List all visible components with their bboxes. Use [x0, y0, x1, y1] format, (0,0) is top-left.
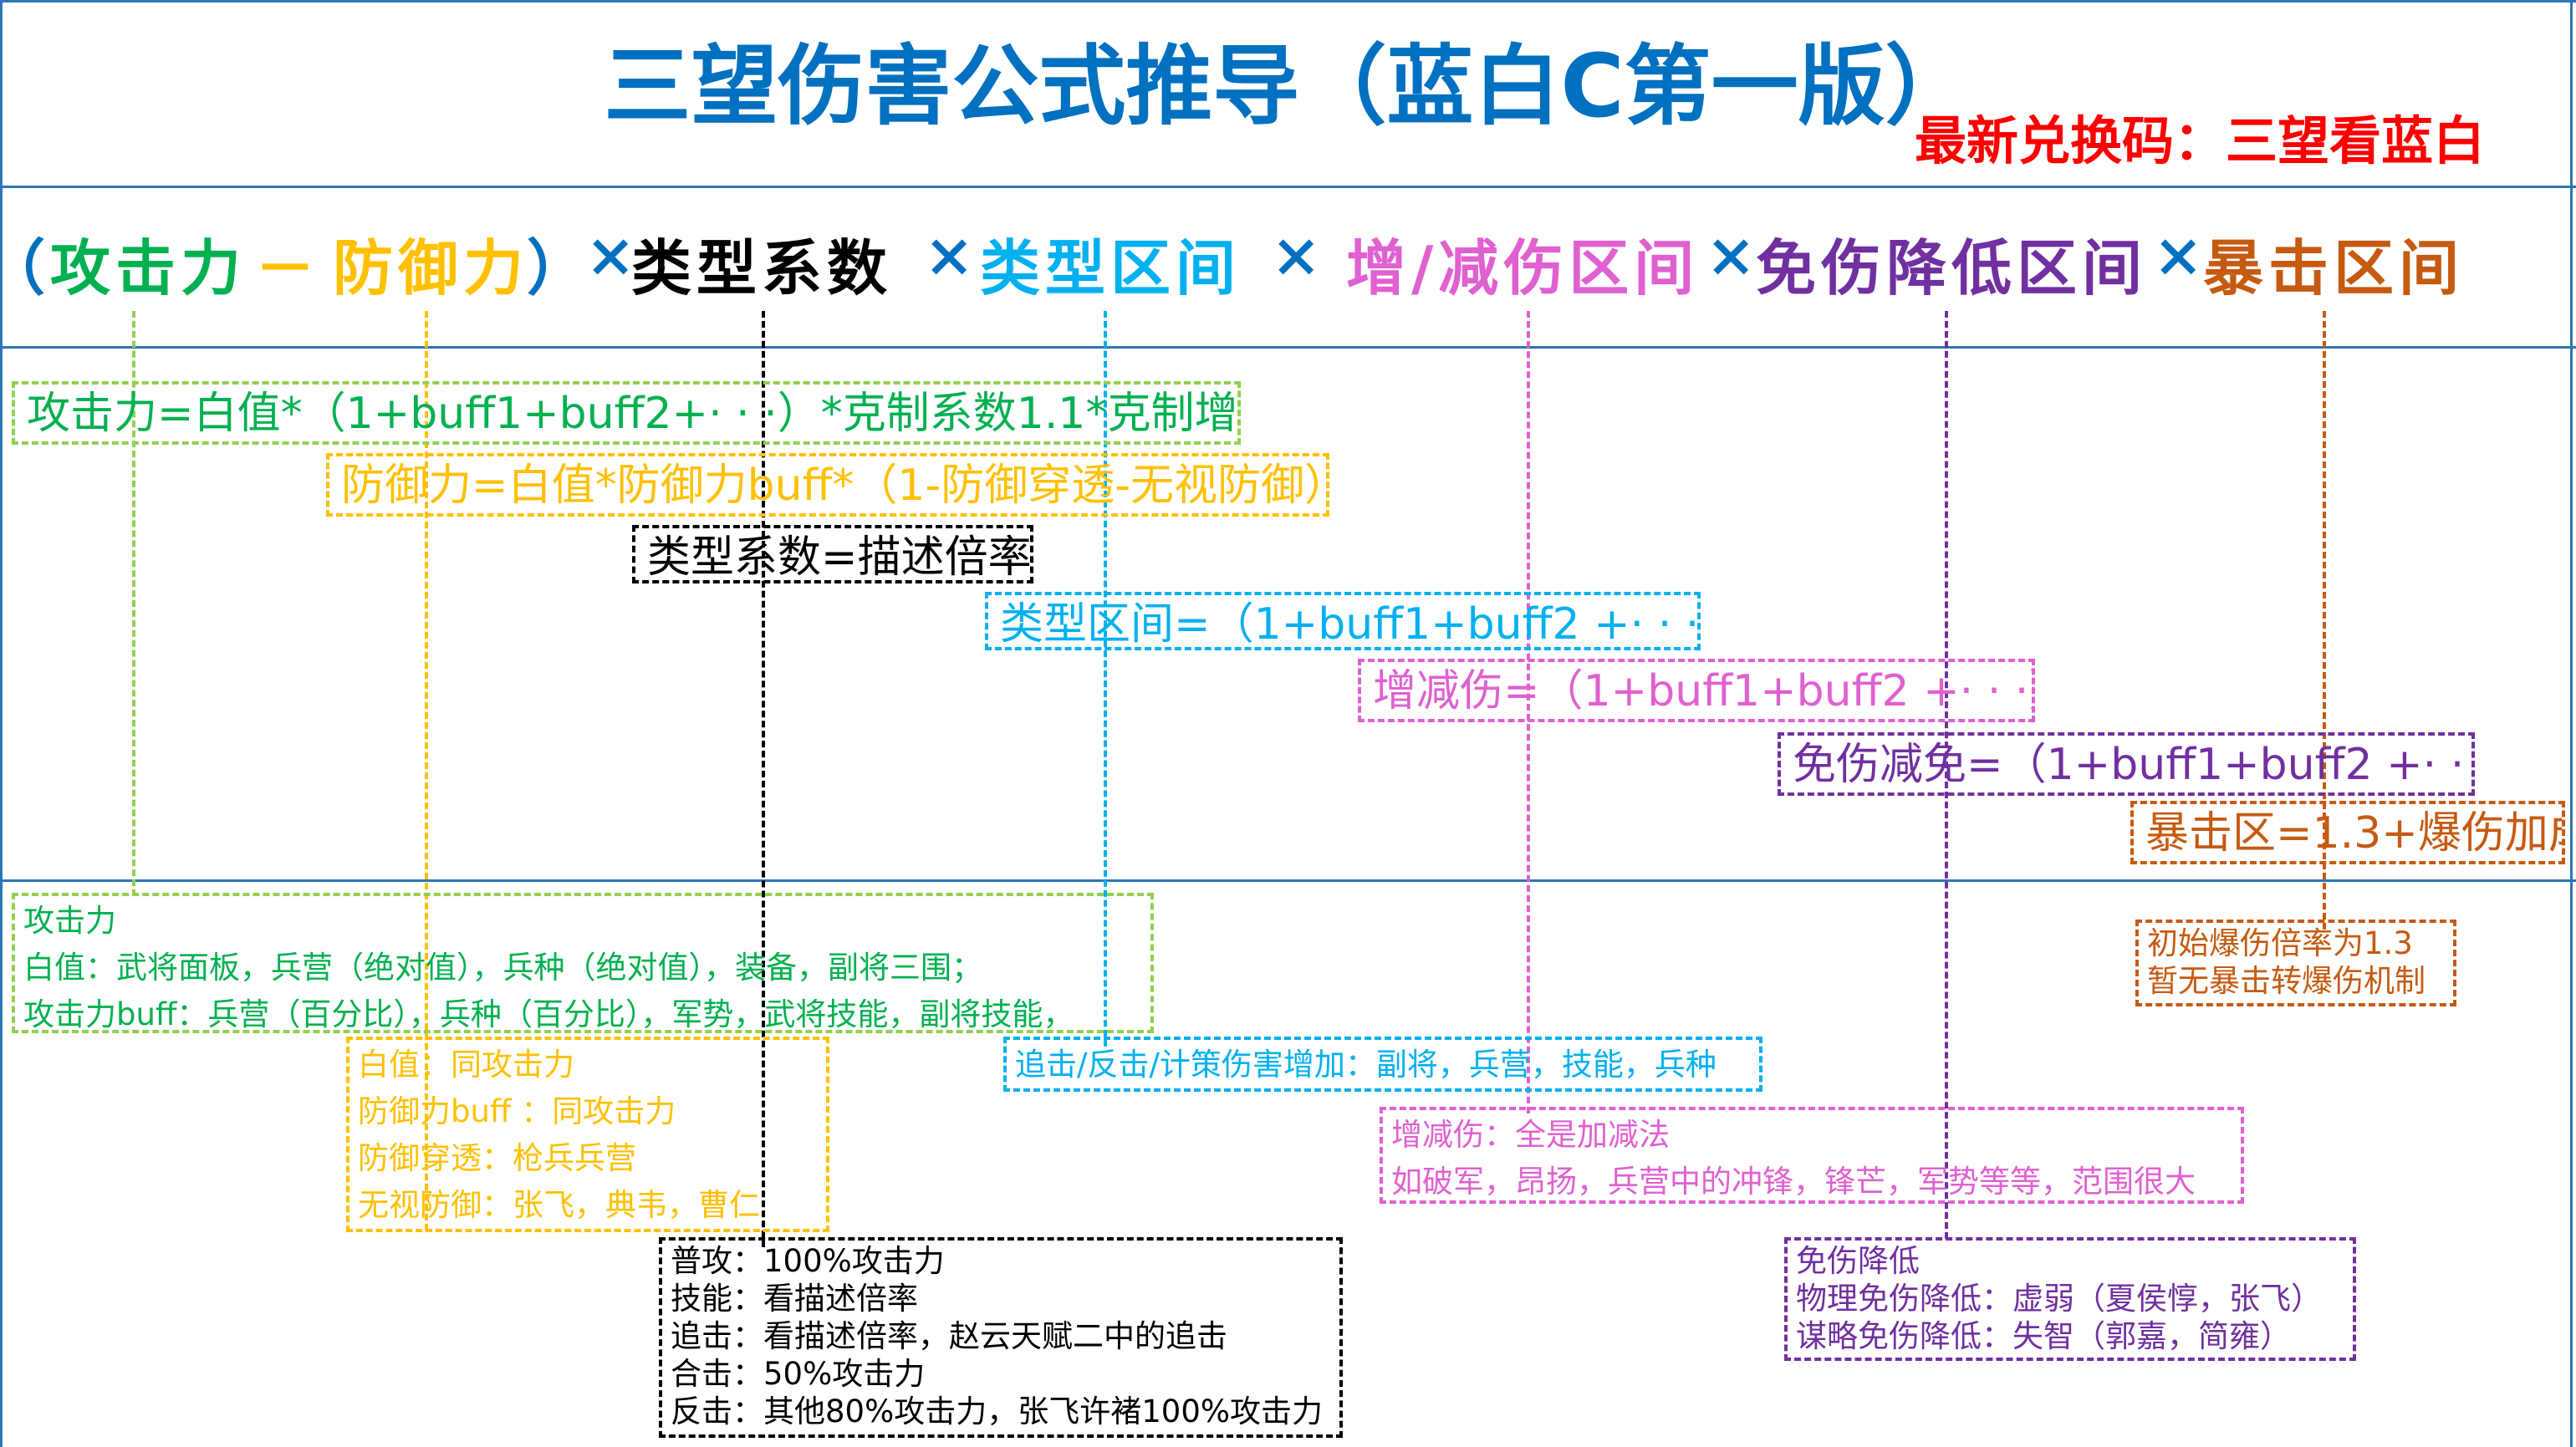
- def-type-coef-text: 类型系数=描述倍率: [647, 532, 1032, 583]
- def-incdec-text: 增减伤=（1+buff1+buff2 +· · ·）: [1373, 666, 2035, 716]
- note-type-range-line-1: 追击/反击/计策伤害增加：副将，兵营，技能，兵种: [1015, 1047, 1716, 1083]
- formula-minus: －: [255, 232, 321, 303]
- formula-times-4: ×: [1706, 219, 1762, 290]
- note-atk-line-1: 攻击力: [23, 903, 116, 939]
- note-reduce-line-2: 物理免伤降低：虚弱（夏侯惇，张飞）: [1796, 1281, 2322, 1317]
- def-atk-text: 攻击力=白值*（1+buff1+buff2+· · ·）*克制系数1.1*克制增…: [27, 389, 1241, 439]
- formula-reduce: 免伤降低区间: [1756, 232, 2148, 303]
- formula-atk: 攻击力: [50, 232, 247, 303]
- note-type-coef-line-5: 反击：其他80%攻击力，张飞许褚100%攻击力: [671, 1394, 1324, 1429]
- def-box-def: 防御力=白值*防御力buff*（1-防御穿透-无视防御）: [326, 453, 1329, 517]
- redeem-code-text: 最新兑换码：三望看蓝白: [1915, 110, 2486, 171]
- note-box-type-coef: 普攻：100%攻击力 技能：看描述倍率 追击：看描述倍率，赵云天赋二中的追击 合…: [659, 1237, 1343, 1438]
- frame-right-line: [2570, 0, 2573, 1447]
- formula-close-paren: ）: [527, 232, 593, 303]
- formula-times-1: ×: [585, 219, 641, 290]
- def-box-incdec: 增减伤=（1+buff1+buff2 +· · ·）: [1358, 659, 2035, 722]
- note-crit-line-2: 暂无暴击转爆伤机制: [2147, 963, 2426, 999]
- note-type-coef-line-1: 普攻：100%攻击力: [671, 1243, 945, 1279]
- note-box-reduce: 免伤降低 物理免伤降低：虚弱（夏侯惇，张飞） 谋略免伤降低：失智（郭嘉，简雍）: [1784, 1237, 2356, 1361]
- note-box-def: 白值：同攻击力 防御力buff ：同攻击力 防御穿透：枪兵兵营 无视防御：张飞，…: [346, 1037, 829, 1232]
- connector-incdec: [1527, 311, 1530, 1113]
- note-box-incdec: 增减伤：全是加减法 如破军，昂扬，兵营中的冲锋，锋芒，军势等等，范围很大: [1380, 1107, 2244, 1204]
- def-crit-text: 暴击区=1.3+爆伤加成: [2145, 808, 2565, 859]
- note-def-line-3: 防御穿透：枪兵兵营: [358, 1140, 636, 1176]
- frame-line-2: [0, 346, 2576, 349]
- page-title: 三望伤害公式推导（蓝白C第一版）: [604, 35, 1972, 137]
- note-box-type-range: 追击/反击/计策伤害增加：副将，兵营，技能，兵种: [1003, 1037, 1762, 1092]
- note-box-atk: 攻击力 白值：武将面板，兵营（绝对值），兵种（绝对值），装备，副将三围； 攻击力…: [12, 893, 1154, 1033]
- note-def-line-2: 防御力buff ：同攻击力: [358, 1093, 676, 1129]
- note-reduce-line-1: 免伤降低: [1796, 1243, 1920, 1279]
- connector-type-coef: [762, 311, 765, 1247]
- formula-type-coef: 类型系数: [631, 232, 893, 303]
- note-def-line-4: 无视防御：张飞，典韦，曹仁: [358, 1187, 760, 1223]
- formula-times-3: ×: [1271, 219, 1327, 290]
- note-atk-line-3: 攻击力buff：兵营（百分比），兵种（百分比），军势，武将技能，副将技能，: [23, 996, 1074, 1032]
- formula-open-paren: （: [0, 219, 50, 307]
- note-type-coef-line-2: 技能：看描述倍率: [671, 1281, 918, 1317]
- def-box-type-range: 类型区间=（1+buff1+buff2 +· · ·）: [985, 592, 1701, 650]
- note-atk-line-2: 白值：武将面板，兵营（绝对值），兵种（绝对值），装备，副将三围；: [23, 950, 982, 986]
- def-box-reduce: 免伤减免=（1+buff1+buff2 +· · ·）: [1778, 732, 2475, 796]
- note-type-coef-line-4: 合击：50%攻击力: [671, 1356, 926, 1392]
- note-crit-line-1: 初始爆伤倍率为1.3: [2147, 925, 2413, 961]
- formula-crit: 暴击区间: [2203, 232, 2465, 303]
- def-type-range-text: 类型区间=（1+buff1+buff2 +· · ·）: [1000, 599, 1701, 650]
- connector-atk: [132, 311, 135, 896]
- def-reduce-text: 免伤减免=（1+buff1+buff2 +· · ·）: [1793, 740, 2475, 790]
- def-box-type-coef: 类型系数=描述倍率: [632, 525, 1033, 583]
- frame-left-line: [0, 0, 3, 1447]
- connector-type-range: [1104, 311, 1107, 1047]
- connector-crit: [2323, 311, 2326, 930]
- note-reduce-line-3: 谋略免伤降低：失智（郭嘉，简雍）: [1796, 1318, 2291, 1354]
- connector-def: [425, 311, 428, 1230]
- connector-reduce: [1945, 311, 1948, 1239]
- def-box-crit: 暴击区=1.3+爆伤加成: [2130, 801, 2565, 864]
- def-box-atk: 攻击力=白值*（1+buff1+buff2+· · ·）*克制系数1.1*克制增…: [12, 381, 1241, 445]
- formula-type-range: 类型区间: [980, 232, 1242, 303]
- frame-line-1: [0, 186, 2576, 188]
- def-def-text: 防御力=白值*防御力buff*（1-防御穿透-无视防御）: [341, 461, 1329, 511]
- note-incdec-line-2: 如破军，昂扬，兵营中的冲锋，锋芒，军势等等，范围很大: [1391, 1164, 2196, 1200]
- note-box-crit: 初始爆伤倍率为1.3 暂无暴击转爆伤机制: [2135, 920, 2456, 1006]
- note-type-coef-line-3: 追击：看描述倍率，赵云天赋二中的追击: [671, 1318, 1227, 1354]
- formula-def: 防御力: [333, 232, 529, 303]
- frame-line-3: [0, 879, 2576, 882]
- note-def-line-1: 白值：同攻击力: [358, 1047, 574, 1083]
- note-incdec-line-1: 增减伤：全是加减法: [1391, 1117, 1670, 1153]
- formula-times-5: ×: [2153, 219, 2209, 290]
- formula-times-2: ×: [924, 219, 980, 290]
- formula-incdec: 增/减伤区间: [1346, 232, 1700, 303]
- frame-top-line: [0, 0, 2576, 3]
